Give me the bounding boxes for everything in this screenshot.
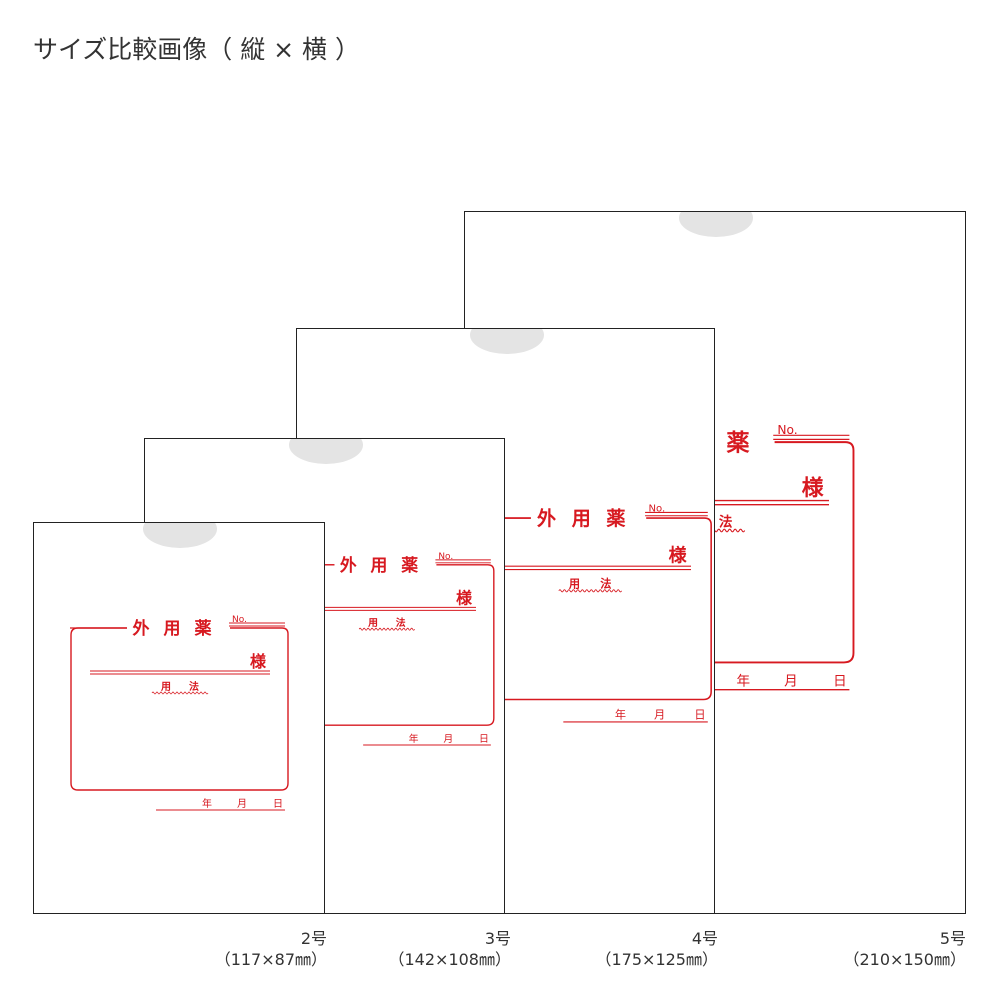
heading-char: 用 (371, 555, 388, 575)
size-name: 2号 (300, 929, 327, 948)
heading-char: 外 (537, 507, 556, 530)
usage-char: 法 (189, 680, 199, 693)
date-char: 月 (443, 733, 453, 745)
size-name: 3号 (484, 929, 511, 948)
usage-char: 用 (568, 577, 580, 590)
date-char: 年 (615, 708, 626, 722)
date-char: 月 (654, 709, 665, 722)
heading-char: 用 (164, 619, 181, 639)
usage-char: 用 (368, 617, 378, 629)
size-label-2: 2号 （117×87㎜） (167, 928, 327, 970)
date-char: 日 (833, 674, 847, 690)
heading-char: 外 (133, 618, 150, 639)
honorific-char: 様 (456, 588, 472, 607)
size-label-4: 4号 （175×125㎜） (558, 928, 719, 970)
no-label: No. (777, 423, 797, 437)
heading-char: 薬 (606, 507, 625, 530)
usage-wave (558, 589, 622, 593)
print-frame (70, 627, 289, 791)
no-label: No. (232, 615, 247, 625)
heading-char: 薬 (401, 555, 418, 575)
size-label-5: 5号 （210×150㎜） (806, 928, 967, 970)
size-name: 4号 (691, 929, 718, 948)
size-dimensions: （210×150㎜） (843, 950, 967, 969)
size-dimensions: （175×125㎜） (595, 950, 719, 969)
no-label: No. (438, 552, 453, 562)
date-char: 日 (479, 734, 489, 745)
heading-char: 薬 (726, 430, 750, 456)
no-label: No. (648, 503, 665, 514)
usage-char: 法 (600, 576, 611, 590)
size-label-3: 3号 （142×108㎜） (351, 928, 512, 970)
honorific-char: 様 (669, 545, 688, 567)
usage-char: 法 (719, 513, 733, 530)
usage-char: 法 (396, 616, 406, 629)
heading-char: 用 (572, 508, 591, 530)
heading-char: 外 (340, 555, 357, 575)
date-char: 年 (737, 674, 751, 690)
usage-wave (358, 627, 415, 631)
usage-char: 用 (160, 681, 171, 693)
size-dimensions: （117×87㎜） (214, 950, 327, 969)
page-title: サイズ比較画像（ 縦 × 横 ） (33, 35, 360, 64)
size-name: 5号 (939, 929, 966, 948)
date-char: 月 (784, 674, 798, 690)
date-char: 年 (202, 797, 212, 810)
honorific-char: 様 (250, 652, 267, 671)
date-char: 月 (237, 798, 247, 810)
date-char: 年 (409, 732, 419, 745)
honorific-char: 様 (802, 475, 824, 501)
usage-wave (151, 691, 209, 695)
size-dimensions: （142×108㎜） (388, 950, 512, 969)
date-char: 日 (694, 709, 705, 722)
date-char: 日 (273, 799, 283, 810)
heading-char: 薬 (195, 619, 212, 639)
